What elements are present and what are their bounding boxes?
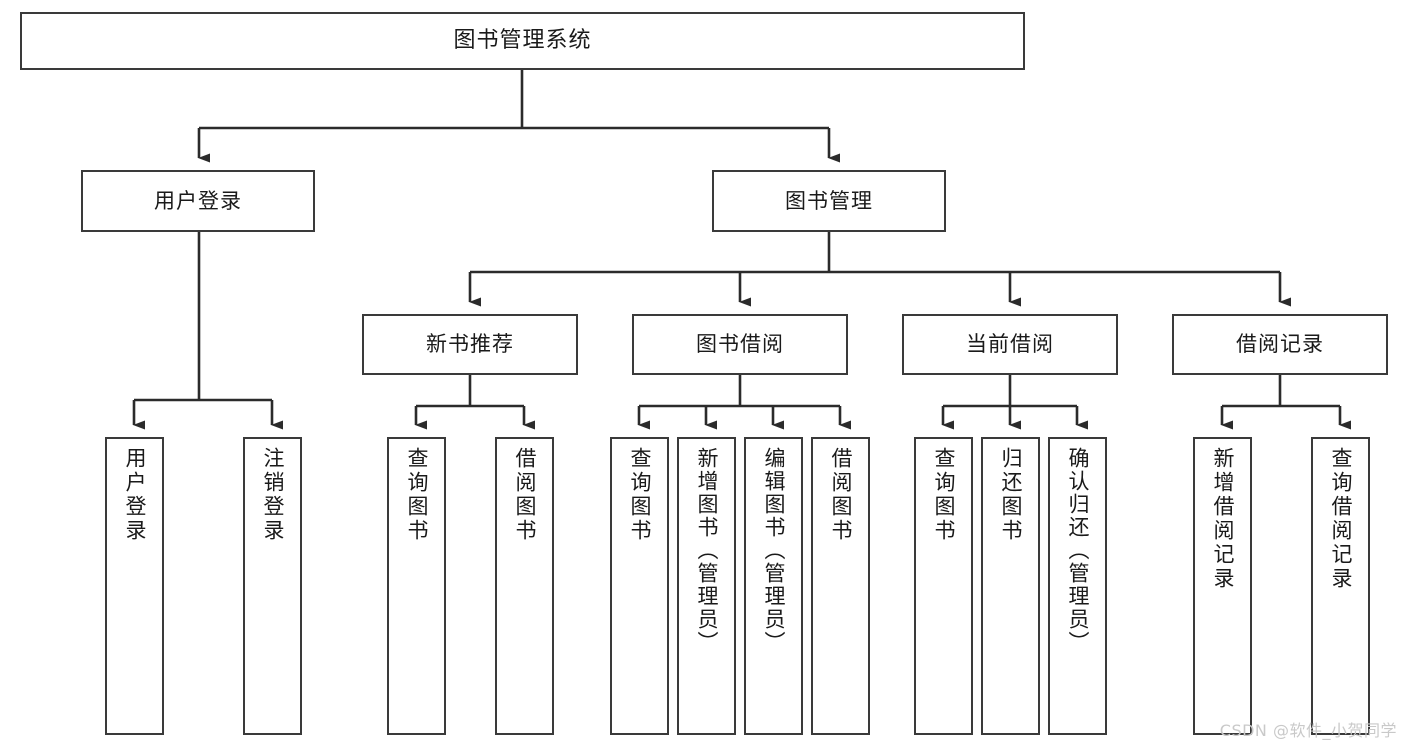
node-leaf-borrow-book-recommend[interactable]: 借阅图书 (495, 437, 554, 735)
node-label: 图书管理 (785, 188, 873, 213)
node-new-book-recommend[interactable]: 新书推荐 (362, 314, 578, 375)
node-root-system[interactable]: 图书管理系统 (20, 12, 1025, 70)
node-label: 图书借阅 (696, 332, 784, 357)
node-leaf-query-book-recommend[interactable]: 查询图书 (387, 437, 446, 735)
node-label: 借阅图书 (513, 447, 537, 543)
node-label: 查询借阅记录 (1329, 447, 1353, 591)
node-leaf-logout[interactable]: 注销登录 (243, 437, 302, 735)
node-user-login[interactable]: 用户登录 (81, 170, 315, 232)
node-leaf-add-borrow-record[interactable]: 新增借阅记录 (1193, 437, 1252, 735)
node-leaf-edit-book-admin[interactable]: 编辑图书（管理员） (744, 437, 803, 735)
node-label: 用户登录 (154, 188, 242, 213)
node-label: 图书管理系统 (453, 28, 592, 54)
node-borrow-record[interactable]: 借阅记录 (1172, 314, 1388, 375)
node-leaf-confirm-return-admin[interactable]: 确认归还（管理员） (1048, 437, 1107, 735)
watermark: CSDN @软件_小贺同学 (1219, 721, 1397, 740)
node-label: 借阅记录 (1236, 332, 1324, 357)
node-leaf-borrow-book[interactable]: 借阅图书 (811, 437, 870, 735)
node-label: 归还图书 (999, 447, 1023, 543)
node-leaf-return-book[interactable]: 归还图书 (981, 437, 1040, 735)
node-book-management[interactable]: 图书管理 (712, 170, 946, 232)
node-leaf-user-login[interactable]: 用户登录 (105, 437, 164, 735)
node-label: 借阅图书 (829, 447, 853, 543)
node-leaf-query-borrow-record[interactable]: 查询借阅记录 (1311, 437, 1370, 735)
node-label: 新增借阅记录 (1211, 447, 1235, 591)
node-label: 新增图书（管理员） (695, 447, 719, 654)
node-label: 用户登录 (123, 447, 147, 543)
node-leaf-add-book-admin[interactable]: 新增图书（管理员） (677, 437, 736, 735)
node-label: 新书推荐 (426, 332, 514, 357)
node-current-borrow[interactable]: 当前借阅 (902, 314, 1118, 375)
node-label: 确认归还（管理员） (1066, 447, 1090, 654)
node-leaf-query-book-borrow[interactable]: 查询图书 (610, 437, 669, 735)
node-label: 注销登录 (261, 447, 285, 543)
node-label: 查询图书 (932, 447, 956, 543)
node-label: 查询图书 (628, 447, 652, 543)
node-label: 编辑图书（管理员） (762, 447, 786, 654)
node-label: 查询图书 (405, 447, 429, 543)
node-book-borrow[interactable]: 图书借阅 (632, 314, 848, 375)
node-leaf-query-book-current[interactable]: 查询图书 (914, 437, 973, 735)
node-label: 当前借阅 (966, 332, 1054, 357)
